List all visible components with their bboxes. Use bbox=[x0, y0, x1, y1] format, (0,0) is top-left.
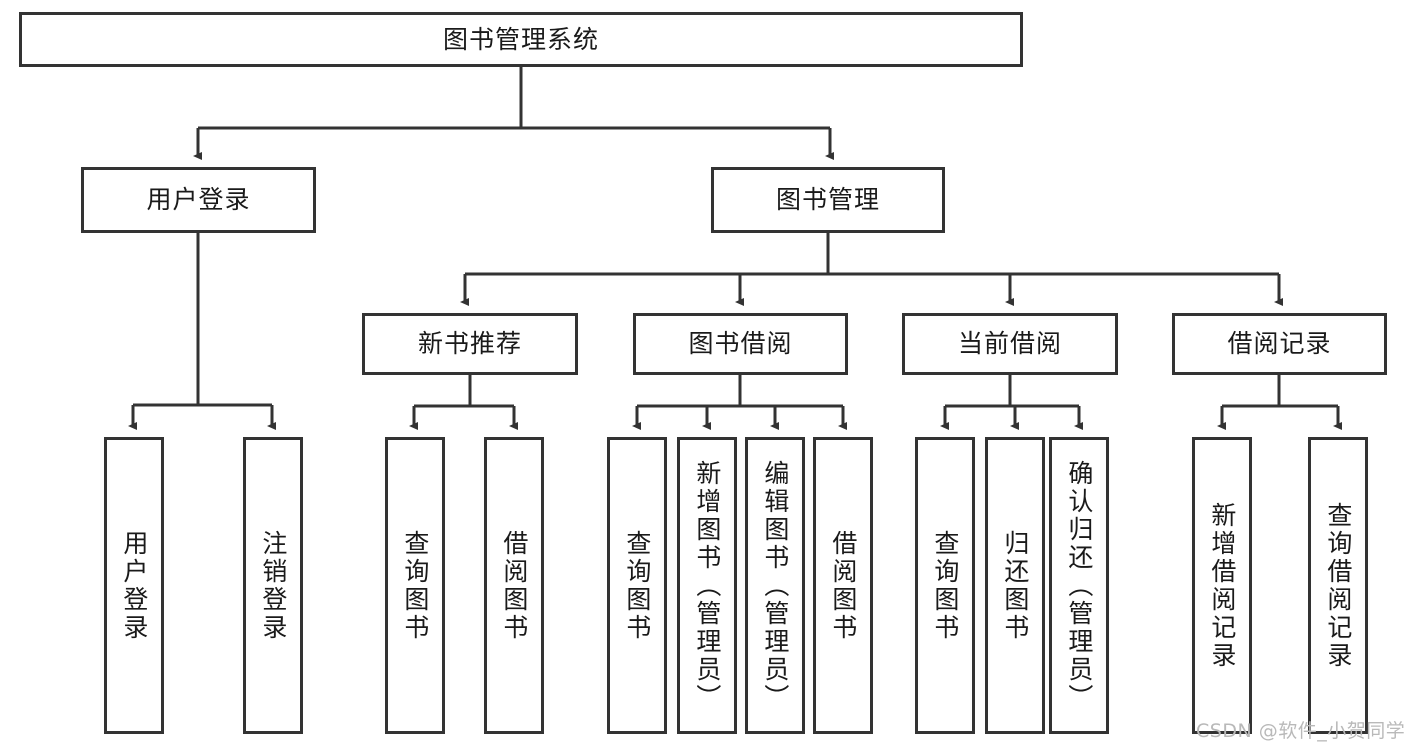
node-borrow-record[interactable]: 借阅记录 bbox=[1172, 313, 1387, 375]
leaf-query-book-borrow-label: 查询图书 bbox=[622, 529, 652, 642]
leaf-logout[interactable]: 注销登录 bbox=[243, 437, 303, 734]
leaf-query-book-current-label: 查询图书 bbox=[930, 529, 960, 642]
leaf-borrow-book-rec[interactable]: 借阅图书 bbox=[484, 437, 544, 734]
leaf-query-book-rec[interactable]: 查询图书 bbox=[385, 437, 445, 734]
leaf-query-book-borrow[interactable]: 查询图书 bbox=[607, 437, 667, 734]
leaf-add-book-admin-label: 新增图书（管理员） bbox=[692, 459, 722, 712]
csdn-watermark: CSDN @软件_小贺同学 bbox=[1196, 720, 1405, 742]
leaf-borrow-book-rec-label: 借阅图书 bbox=[499, 529, 529, 642]
leaf-borrow-book-label: 借阅图书 bbox=[828, 529, 858, 642]
leaf-add-book-admin[interactable]: 新增图书（管理员） bbox=[677, 437, 737, 734]
node-book-borrow-label: 图书借阅 bbox=[688, 329, 793, 358]
node-current-borrow-label: 当前借阅 bbox=[957, 329, 1062, 358]
leaf-user-login-label: 用户登录 bbox=[119, 529, 149, 642]
leaf-query-book-rec-label: 查询图书 bbox=[400, 529, 430, 642]
node-current-borrow[interactable]: 当前借阅 bbox=[902, 313, 1118, 375]
node-book-borrow[interactable]: 图书借阅 bbox=[633, 313, 848, 375]
leaf-user-login[interactable]: 用户登录 bbox=[104, 437, 164, 734]
leaf-add-borrow-record[interactable]: 新增借阅记录 bbox=[1192, 437, 1252, 734]
leaf-confirm-return-admin[interactable]: 确认归还（管理员） bbox=[1049, 437, 1109, 734]
leaf-query-borrow-record[interactable]: 查询借阅记录 bbox=[1308, 437, 1368, 734]
leaf-logout-label: 注销登录 bbox=[258, 529, 288, 642]
node-book-manage-label: 图书管理 bbox=[775, 185, 880, 214]
node-new-book-recommend[interactable]: 新书推荐 bbox=[362, 313, 578, 375]
leaf-edit-book-admin[interactable]: 编辑图书（管理员） bbox=[745, 437, 805, 734]
leaf-borrow-book[interactable]: 借阅图书 bbox=[813, 437, 873, 734]
leaf-query-borrow-record-label: 查询借阅记录 bbox=[1323, 501, 1353, 670]
leaf-query-book-current[interactable]: 查询图书 bbox=[915, 437, 975, 734]
node-user-login[interactable]: 用户登录 bbox=[81, 167, 316, 233]
leaf-edit-book-admin-label: 编辑图书（管理员） bbox=[760, 459, 790, 712]
leaf-return-book[interactable]: 归还图书 bbox=[985, 437, 1045, 734]
node-borrow-record-label: 借阅记录 bbox=[1227, 329, 1332, 358]
leaf-confirm-return-admin-label: 确认归还（管理员） bbox=[1064, 459, 1094, 712]
leaf-return-book-label: 归还图书 bbox=[1000, 529, 1030, 642]
node-root[interactable]: 图书管理系统 bbox=[19, 12, 1023, 67]
node-new-book-recommend-label: 新书推荐 bbox=[417, 329, 522, 358]
node-root-label: 图书管理系统 bbox=[442, 24, 599, 54]
node-user-login-label: 用户登录 bbox=[146, 185, 251, 214]
node-book-manage[interactable]: 图书管理 bbox=[711, 167, 945, 233]
leaf-add-borrow-record-label: 新增借阅记录 bbox=[1207, 501, 1237, 670]
